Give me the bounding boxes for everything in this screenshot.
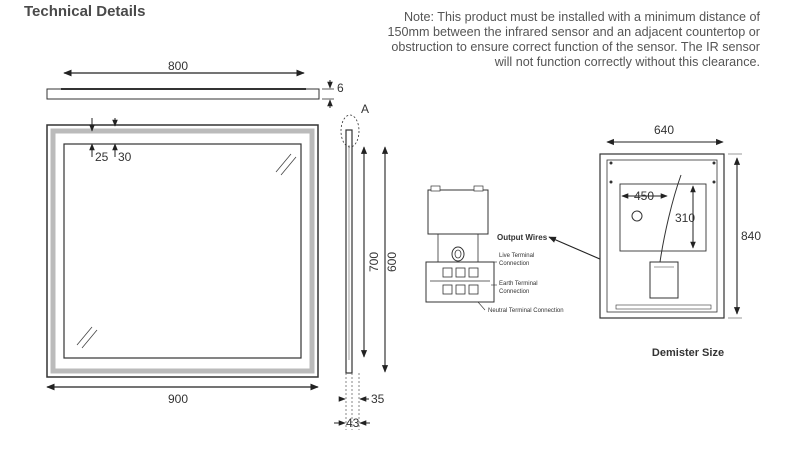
note-line: will not function correctly without this… (494, 55, 760, 69)
power-unit (649, 261, 679, 299)
neutral-terminal-label: Neutral Terminal Connection (488, 308, 564, 314)
dim-30-label: 30 (118, 150, 132, 164)
dim-310-label: 310 (675, 211, 695, 225)
dim-840-label: 840 (741, 229, 761, 243)
dim-640-label: 640 (654, 123, 674, 137)
dim-35-label: 35 (371, 392, 385, 406)
wiring-diagram: Output Wires Live Terminal Connection Ea… (425, 185, 654, 314)
callout-a: A (361, 102, 369, 116)
note-line: 150mm between the infrared sensor and an… (387, 25, 760, 39)
dim-25-label: 25 (95, 150, 109, 164)
demister-size-caption: Demister Size (652, 347, 724, 359)
installation-note: Note: This product must be installed wit… (380, 10, 760, 70)
earth-terminal-label: Earth Terminal (499, 281, 538, 287)
note-line: obstruction to ensure correct function o… (391, 40, 760, 54)
dim-43-label: 43 (346, 416, 360, 430)
dim-700-label: 700 (367, 252, 381, 272)
driver-box (427, 189, 489, 235)
dim-900-label: 900 (168, 392, 188, 406)
mirror-glass (63, 143, 302, 359)
top-bar (46, 88, 320, 100)
front-view: 800 6 25 30 900 (46, 59, 344, 406)
page-title: Technical Details (24, 3, 146, 20)
earth-terminal-label-2: Connection (499, 289, 529, 295)
live-terminal-label: Live Terminal (499, 253, 534, 259)
rear-view: 640 450 310 840 Demister Size (599, 123, 761, 359)
side-view: A 700 600 35 43 (334, 102, 399, 430)
dim-6-label: 6 (337, 81, 344, 95)
live-terminal-label-2: Connection (499, 261, 529, 267)
dim-450-label: 450 (634, 189, 654, 203)
note-line: Note: This product must be installed wit… (403, 10, 760, 24)
dim-800-label: 800 (168, 59, 188, 73)
output-wires-label: Output Wires (497, 233, 548, 242)
dim-600-label: 600 (385, 252, 399, 272)
callout-circle (340, 114, 360, 148)
